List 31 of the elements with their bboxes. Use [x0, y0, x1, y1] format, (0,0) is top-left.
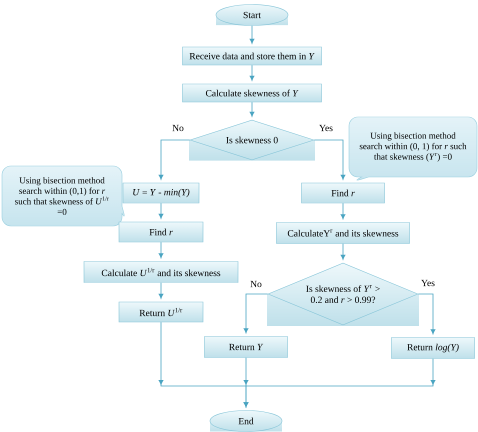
- arrow: [250, 102, 254, 117]
- arrow: [340, 202, 346, 220]
- process-box: Receive data and store them in Y: [182, 46, 322, 66]
- arrow: [158, 282, 164, 299]
- process-box: CalculateY$^{r}$ and its skewness: [276, 222, 410, 244]
- process-box: Return log(Y): [391, 337, 475, 359]
- arrow: [314, 140, 346, 180]
- arrow: [244, 294, 268, 334]
- edge-label: No: [171, 124, 185, 132]
- process-box: U = Y - min(Y): [122, 182, 200, 204]
- process-box: Calculate U$^{1/r}$ and its skewness: [84, 261, 238, 283]
- terminal-oval: End: [210, 410, 282, 432]
- arrow: [244, 358, 436, 408]
- callout-bubble: Using bisection method search within (0, 1) for r such that skewness (Y$^{r}$) =0: [348, 116, 478, 180]
- arrow: [250, 64, 254, 81]
- arrow: [418, 294, 436, 334]
- process-box: Find r: [301, 182, 385, 204]
- arrow: [158, 202, 164, 219]
- arrow: [158, 140, 190, 180]
- terminal-oval: Start: [216, 4, 288, 26]
- edge-label: Yes: [420, 278, 436, 288]
- process-box: Calculate skewness of Y: [182, 84, 322, 102]
- arrow: [158, 242, 164, 258]
- arrow: [340, 243, 346, 260]
- edge-label: Yes: [318, 124, 334, 132]
- edge-label: No: [249, 280, 263, 288]
- arrow: [250, 25, 254, 44]
- process-box: Find r: [118, 222, 204, 242]
- callout-bubble: Using bisection method search within (0,1) for r such that skewness of U$^{1/r}$ =0: [2, 166, 125, 226]
- process-box: Return Y: [204, 336, 288, 358]
- process-box: Return U$^{1/r}$: [118, 302, 204, 322]
